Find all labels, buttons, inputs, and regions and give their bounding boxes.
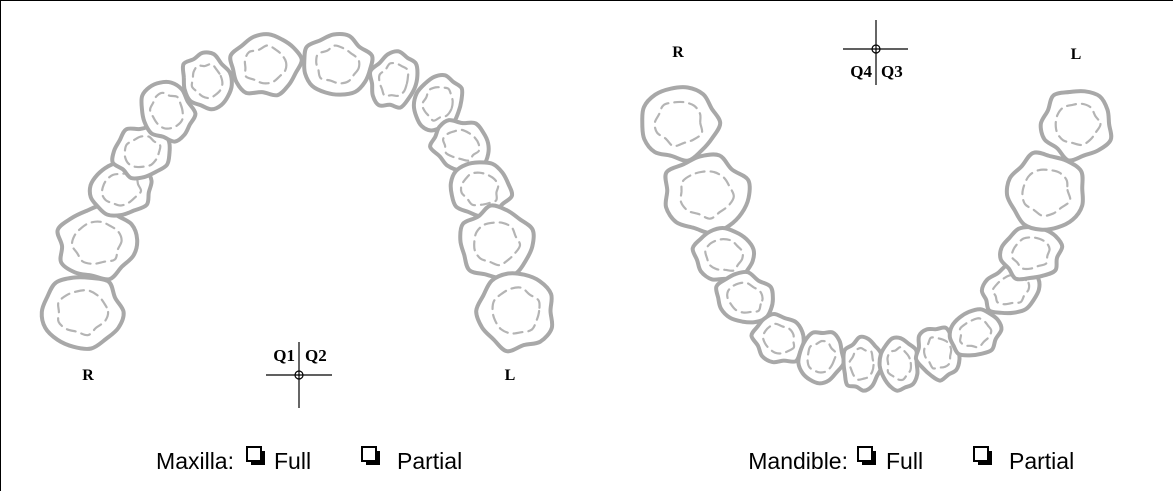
mandible-cross-center	[871, 44, 881, 54]
maxilla-tooth-fissure	[377, 61, 410, 98]
mandible-partial-checkbox[interactable]: Partial	[973, 446, 1074, 474]
maxilla-tooth	[458, 203, 536, 281]
mandible-tooth-outline	[1038, 89, 1114, 163]
mandible-tooth-fissure	[679, 170, 735, 220]
mandible-full-checkbox[interactable]: Full	[857, 446, 923, 474]
mandible-quadrant-q4: Q4	[850, 62, 872, 81]
mandible-label: Mandible:	[748, 448, 848, 474]
maxilla-tooth-fissure	[491, 286, 541, 335]
mandible-tooth	[1004, 150, 1085, 232]
mandible-tooth	[640, 85, 723, 163]
maxilla-partial-box[interactable]	[361, 446, 377, 462]
mandible-tooth	[913, 325, 962, 383]
mandible-tooth	[877, 335, 920, 393]
mandible-tooth-outline	[796, 330, 846, 386]
mandible-partial-label: Partial	[1009, 448, 1074, 474]
mandible-tooth-outline	[877, 335, 920, 393]
maxilla-left-label: L	[505, 367, 516, 384]
mandible-tooth-fissure	[923, 336, 953, 370]
maxilla-right-label: R	[82, 367, 94, 384]
maxilla-tooth-outline	[474, 271, 555, 354]
maxilla-tooth	[302, 32, 375, 97]
maxilla-partial-checkbox[interactable]: Partial	[361, 446, 462, 474]
maxilla-quadrant-q1: Q1	[273, 346, 295, 365]
mandible-left-label: L	[1071, 46, 1082, 63]
maxilla-tooth-fissure	[459, 171, 500, 207]
mandible-tooth-fissure	[1021, 168, 1072, 218]
maxilla-full-label: Full	[274, 448, 311, 474]
mandible-quadrant-marker: Q4 Q3	[843, 20, 908, 85]
mandible-tooth-outline	[1004, 150, 1085, 232]
maxilla-tooth-fissure	[441, 128, 481, 162]
maxilla-partial-label: Partial	[397, 448, 462, 474]
mandible-full-box[interactable]	[857, 446, 873, 462]
maxilla-tooth-fissure	[473, 221, 522, 267]
mandible-tooth-fissure	[991, 274, 1031, 306]
maxilla-arch	[39, 32, 555, 354]
mandible-tooth-outline	[841, 334, 885, 393]
maxilla-tooth-outline	[302, 32, 375, 97]
mandible-right-label: R	[672, 44, 684, 61]
maxilla-tooth-outline	[367, 49, 420, 110]
maxilla-tooth-outline	[39, 275, 126, 351]
maxilla-quadrant-q2: Q2	[305, 346, 327, 365]
mandible-full-label: Full	[886, 448, 923, 474]
maxilla-tooth-fissure	[123, 135, 162, 169]
maxilla-tooth-fissure	[56, 289, 110, 337]
maxilla-tooth	[474, 271, 555, 354]
mandible-tooth-fissure	[886, 346, 913, 382]
maxilla-tooth-fissure	[190, 62, 224, 100]
maxilla-tooth-fissure	[421, 86, 454, 122]
mandible-tooth	[714, 269, 775, 325]
maxilla-full-box[interactable]	[246, 446, 262, 462]
mandible-tooth-outline	[913, 325, 962, 383]
mandible-tooth-outline	[663, 152, 752, 236]
maxilla-tooth	[39, 275, 126, 351]
maxilla-tooth	[228, 32, 304, 98]
mandible-tooth-fissure	[958, 317, 993, 349]
mandible-tooth-fissure	[806, 339, 838, 374]
maxilla-full-checkbox[interactable]: Full	[246, 446, 311, 474]
mandible-partial-box[interactable]	[973, 446, 989, 462]
maxilla-tooth	[367, 49, 420, 110]
maxilla-tooth	[180, 50, 234, 112]
maxilla-tooth-outline	[458, 203, 536, 281]
maxilla-tooth-outline	[180, 50, 234, 112]
mandible-tooth	[796, 330, 846, 386]
mandible-tooth	[663, 152, 752, 236]
maxilla-tooth-fissure	[243, 44, 288, 85]
mandible-tooth-fissure	[1010, 236, 1051, 271]
mandible-tooth-fissure	[761, 322, 796, 355]
maxilla-tooth	[139, 79, 198, 144]
maxilla-cross-center	[294, 370, 304, 380]
mandible-tooth-fissure	[726, 281, 764, 314]
maxilla-label: Maxilla:	[156, 448, 234, 474]
mandible-tooth	[947, 307, 1004, 358]
mandible-arch	[640, 85, 1114, 393]
maxilla-quadrant-marker: Q1 Q2	[266, 342, 332, 408]
mandible-tooth-outline	[640, 85, 723, 163]
maxilla-tooth-fissure	[70, 220, 123, 265]
maxilla-tooth-fissure	[315, 44, 361, 85]
mandible-tooth-fissure	[848, 346, 875, 381]
mandible-tooth	[841, 334, 885, 393]
maxilla-tooth-outline	[228, 32, 304, 98]
mandible-tooth-fissure	[1054, 102, 1102, 147]
mandible-quadrant-q3: Q3	[881, 62, 903, 81]
mandible-tooth-fissure	[653, 100, 704, 148]
mandible-tooth	[749, 311, 806, 365]
mandible-tooth	[1038, 89, 1114, 163]
maxilla-tooth-fissure	[148, 91, 184, 130]
mandible-tooth-fissure	[704, 238, 744, 272]
